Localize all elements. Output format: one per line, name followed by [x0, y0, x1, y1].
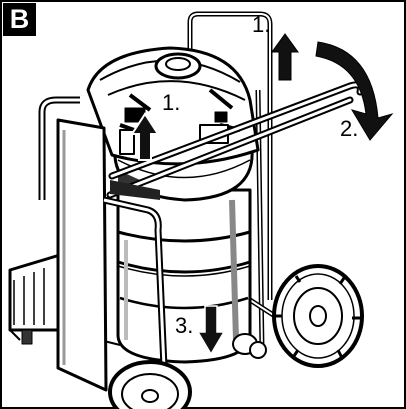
step-3-label: 3. — [175, 315, 193, 337]
step-1-label: 1. — [252, 14, 270, 36]
step-2-label: 2. — [340, 118, 358, 140]
step-1-label: 1. — [162, 92, 180, 114]
panel-letter-badge: B — [3, 3, 36, 36]
front-wheel — [110, 362, 190, 409]
rear-wheel — [274, 266, 362, 366]
